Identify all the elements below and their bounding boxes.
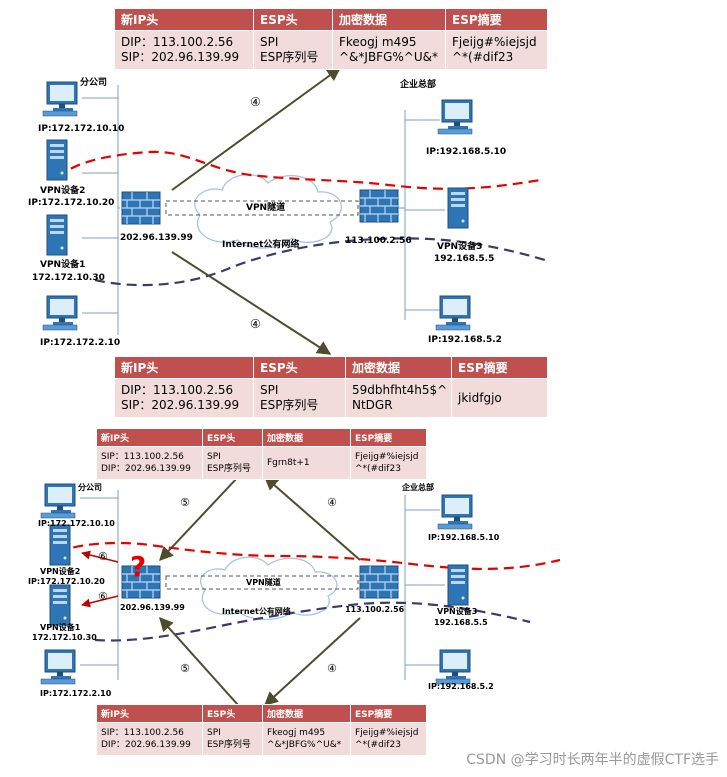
internet-label: Internet公有网络 — [222, 240, 300, 250]
header-encrypted: 加密数据 — [332, 8, 446, 31]
cell-esp: SPI ESP序列号 — [253, 378, 346, 418]
cell-ip: SIP：113.100.2.56 DIP：202.96.139.99 — [96, 446, 203, 480]
pc3-ip: IP:192.168.5.10 — [428, 533, 500, 542]
vpn1-name: VPN设备1 — [40, 623, 81, 632]
fw-right-ip: 113.100.2.56 — [345, 236, 412, 246]
cell-digest: Fjeijg#%iejsjd ^*(#dif23 — [445, 30, 548, 70]
header-new-ip: 新IP头 — [114, 356, 254, 379]
header-esp-digest: ESP摘要 — [350, 428, 427, 447]
pc-icon — [42, 295, 78, 331]
pc-icon — [435, 649, 471, 685]
header-esp: ESP头 — [202, 428, 263, 447]
vpn2-ip: IP:172.172.10.20 — [28, 198, 115, 208]
upper-diagram — [42, 67, 546, 355]
hq-label: 企业总部 — [402, 483, 434, 492]
cell-digest: Fjeijg#%iejsjd ^*(#dif23 — [350, 722, 427, 756]
server-icon — [46, 139, 68, 181]
pc3-ip: IP:192.168.5.10 — [426, 147, 507, 157]
cell-ip: DIP：113.100.2.56 SIP：202.96.139.99 — [114, 378, 254, 418]
header-new-ip: 新IP头 — [96, 428, 203, 447]
pc4-ip: IP:192.168.5.2 — [428, 335, 502, 345]
step-5-label: ⑤ — [180, 662, 190, 675]
header-encrypted: 加密数据 — [345, 356, 452, 379]
header-esp-digest: ESP摘要 — [451, 356, 548, 379]
vpn2-ip: IP:172.172.10.20 — [28, 577, 105, 586]
esp-packet-table: 新IP头 ESP头 加密数据 ESP摘要 SIP：113.100.2.56 DI… — [96, 704, 427, 756]
step-6-label: ⑥ — [98, 550, 108, 563]
step-4-label: ④ — [250, 95, 261, 109]
header-esp: ESP头 — [253, 356, 346, 379]
esp-packet-table: 新IP头 ESP头 加密数据 ESP摘要 DIP：113.100.2.56 SI… — [114, 356, 548, 418]
server-icon — [49, 584, 71, 626]
fw-left-ip: 202.96.139.99 — [120, 233, 193, 243]
pc-icon — [437, 494, 473, 530]
server-icon — [46, 214, 68, 256]
step-4-label: ④ — [327, 662, 337, 675]
cell-encrypted: 59dbhfht4h5$^ NtDGR — [345, 378, 452, 418]
cell-esp: SPI ESP序列号 — [202, 446, 263, 480]
vpn2-name: VPN设备2 — [40, 567, 81, 576]
server-icon — [49, 524, 71, 566]
server-icon — [447, 187, 469, 229]
vpn3-name: VPN设备3 — [437, 242, 483, 252]
pc-icon — [437, 99, 473, 135]
header-esp-digest: ESP摘要 — [445, 8, 548, 31]
cell-encrypted: Fkeogj m495 ^&*JBFG%^U&* — [332, 30, 446, 70]
pc2-ip: IP:172.172.2.10 — [40, 689, 112, 698]
firewall-icon — [359, 565, 399, 599]
fw-left-ip: 202.96.139.99 — [120, 603, 185, 612]
pc-icon — [40, 483, 76, 519]
tunnel-label: VPN隧道 — [246, 203, 286, 213]
header-esp: ESP头 — [253, 8, 333, 31]
step-4-label: ④ — [327, 496, 337, 509]
cell-ip: SIP：113.100.2.56 DIP：202.96.139.99 — [96, 722, 203, 756]
esp-packet-table: 新IP头 ESP头 加密数据 ESP摘要 DIP：113.100.2.56 SI… — [114, 8, 548, 70]
vpn1-ip: 172.172.10.30 — [32, 633, 97, 642]
cell-digest: jkidfgjo — [451, 378, 548, 418]
step-6-label: ⑥ — [98, 590, 108, 603]
firewall-icon — [121, 191, 161, 225]
branch-label: 分公司 — [78, 483, 102, 492]
header-esp: ESP头 — [202, 704, 263, 723]
cell-encrypted: Fkeogj m495 ^&*JBFG%^U&* — [262, 722, 351, 756]
pc4-ip: IP:192.168.5.2 — [428, 682, 494, 691]
cell-ip: DIP：113.100.2.56 SIP：202.96.139.99 — [114, 30, 254, 70]
step-4-label: ④ — [250, 317, 261, 331]
header-new-ip: 新IP头 — [96, 704, 203, 723]
vpn1-name: VPN设备1 — [40, 260, 86, 270]
firewall-icon — [359, 189, 399, 223]
header-encrypted: 加密数据 — [262, 428, 351, 447]
vpn3-name: VPN设备3 — [437, 607, 478, 616]
pc1-ip: IP:172.172.10.10 — [38, 519, 115, 528]
header-esp-digest: ESP摘要 — [350, 704, 427, 723]
fw-right-ip: 113.100.2.56 — [345, 605, 405, 614]
vpn1-ip: 172.172.10.30 — [32, 273, 105, 283]
cell-digest: Fjeijg#%iejsjd ^*(#dif23 — [350, 446, 427, 480]
pc1-ip: IP:172.172.10.10 — [38, 124, 125, 134]
branch-label: 分公司 — [80, 78, 108, 88]
watermark: CSDN @学习时长两年半的虚假CTF选手 — [466, 752, 719, 768]
cell-esp: SPI ESP序列号 — [253, 30, 333, 70]
pc2-ip: IP:172.172.2.10 — [40, 338, 121, 348]
step-5-label: ⑤ — [180, 496, 190, 509]
vpn3-ip: 192.168.5.5 — [434, 254, 495, 264]
lower-diagram — [40, 476, 561, 706]
internet-label: Internet公有网络 — [222, 607, 291, 616]
hq-label: 企业总部 — [400, 80, 437, 90]
header-encrypted: 加密数据 — [262, 704, 351, 723]
cell-encrypted: Fgrn8t+1 — [262, 446, 351, 480]
server-icon — [447, 564, 469, 606]
esp-packet-table: 新IP头 ESP头 加密数据 ESP摘要 SIP：113.100.2.56 DI… — [96, 428, 427, 480]
cell-esp: SPI ESP序列号 — [202, 722, 263, 756]
question-mark-icon: ? — [130, 550, 147, 583]
pc-icon — [435, 295, 471, 331]
header-new-ip: 新IP头 — [114, 8, 254, 31]
pc-icon — [42, 81, 78, 117]
tunnel-label: VPN隧道 — [246, 578, 281, 587]
vpn2-name: VPN设备2 — [40, 186, 86, 196]
vpn3-ip: 192.168.5.5 — [434, 618, 488, 627]
pc-icon — [40, 649, 76, 685]
